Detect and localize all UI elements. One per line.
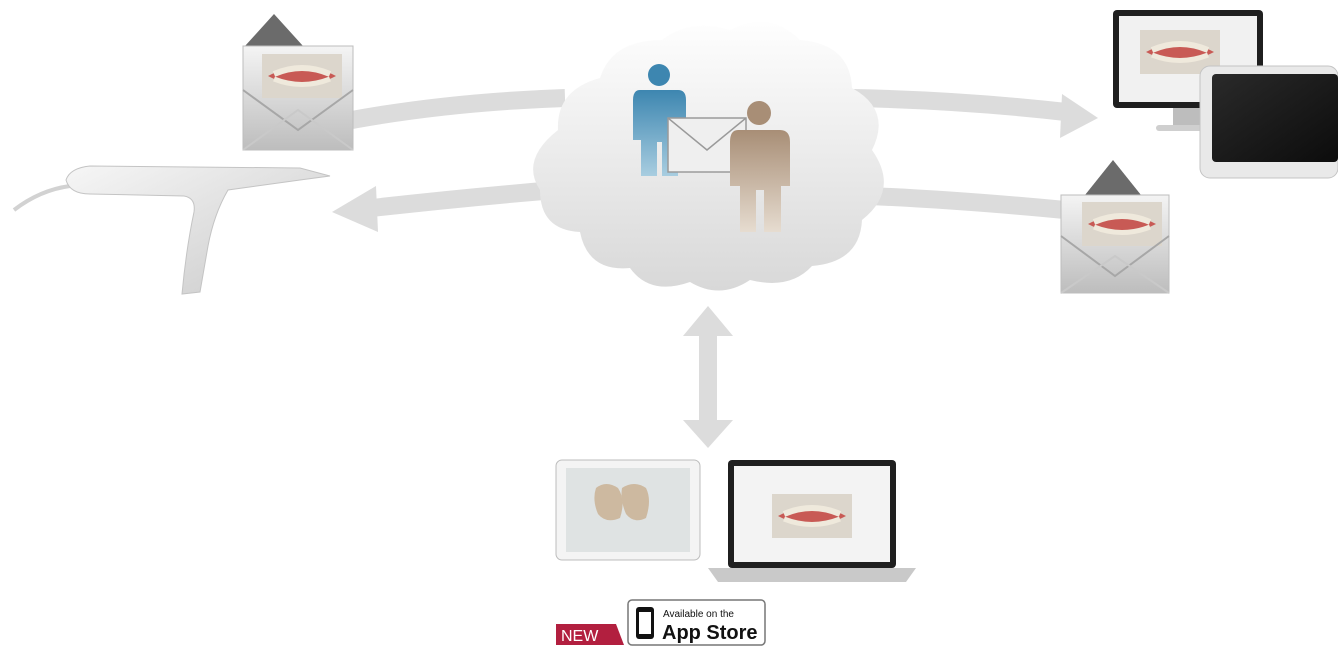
arrow-cloud-to-scanner [332,181,556,232]
arrow-scanner-to-cloud [350,89,566,129]
app-store-badge[interactable]: Available on the App Store [627,599,766,646]
arrow-lab-to-cloud [869,187,1066,219]
laptop-icon [708,460,916,582]
receiver-person-icon [730,101,790,232]
phone-icon [636,607,654,639]
milling-unit-icon [1199,65,1338,179]
app-store-line2: App Store [662,622,758,644]
app-store-line1: Available on the [663,609,734,620]
arrow-cloud-to-devices [683,306,733,448]
new-badge-label: NEW [561,628,599,645]
intraoral-scanner-icon [12,165,331,295]
arrow-cloud-to-lab [851,89,1098,138]
new-badge: NEW [556,624,624,645]
email-attachment-left [242,14,354,151]
email-attachment-right [1060,160,1170,294]
tablet-icon [555,459,701,561]
